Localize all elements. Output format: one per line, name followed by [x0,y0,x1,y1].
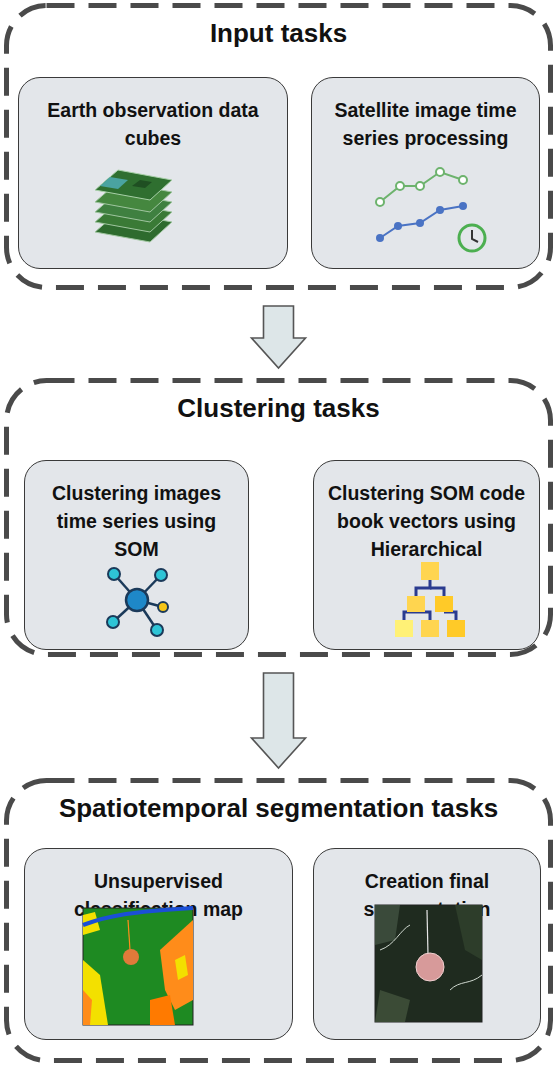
box-label: Satellite image time series processing [322,96,529,152]
group-panel: Spatiotemporal segmentation tasksUnsuper… [4,778,553,1063]
group-panel: Clustering tasksClustering images time s… [4,378,553,657]
group-title: Spatiotemporal segmentation tasks [4,778,553,824]
box-label: Creation final segmentation [324,867,530,923]
group-panel: Input tasksEarth observation data cubes S… [4,3,553,290]
process-box: Clustering images time series using SOM [24,460,249,650]
process-box: Creation final segmentation [313,848,541,1040]
group-title: Clustering tasks [4,378,553,424]
block-arrow [252,306,306,368]
process-box: Earth observation data cubes [18,77,288,269]
box-label: Earth observation data cubes [29,96,277,152]
box-label: Unsupervised classification map [35,867,282,923]
box-label: Clustering SOM code book vectors using H… [324,479,529,563]
group-title: Input tasks [4,3,553,49]
box-label: Clustering images time series using SOM [35,479,238,563]
process-box: Unsupervised classification map [24,848,293,1040]
process-box: Satellite image time series processing [311,77,540,269]
process-box: Clustering SOM code book vectors using H… [313,460,540,650]
block-arrow [252,673,306,768]
